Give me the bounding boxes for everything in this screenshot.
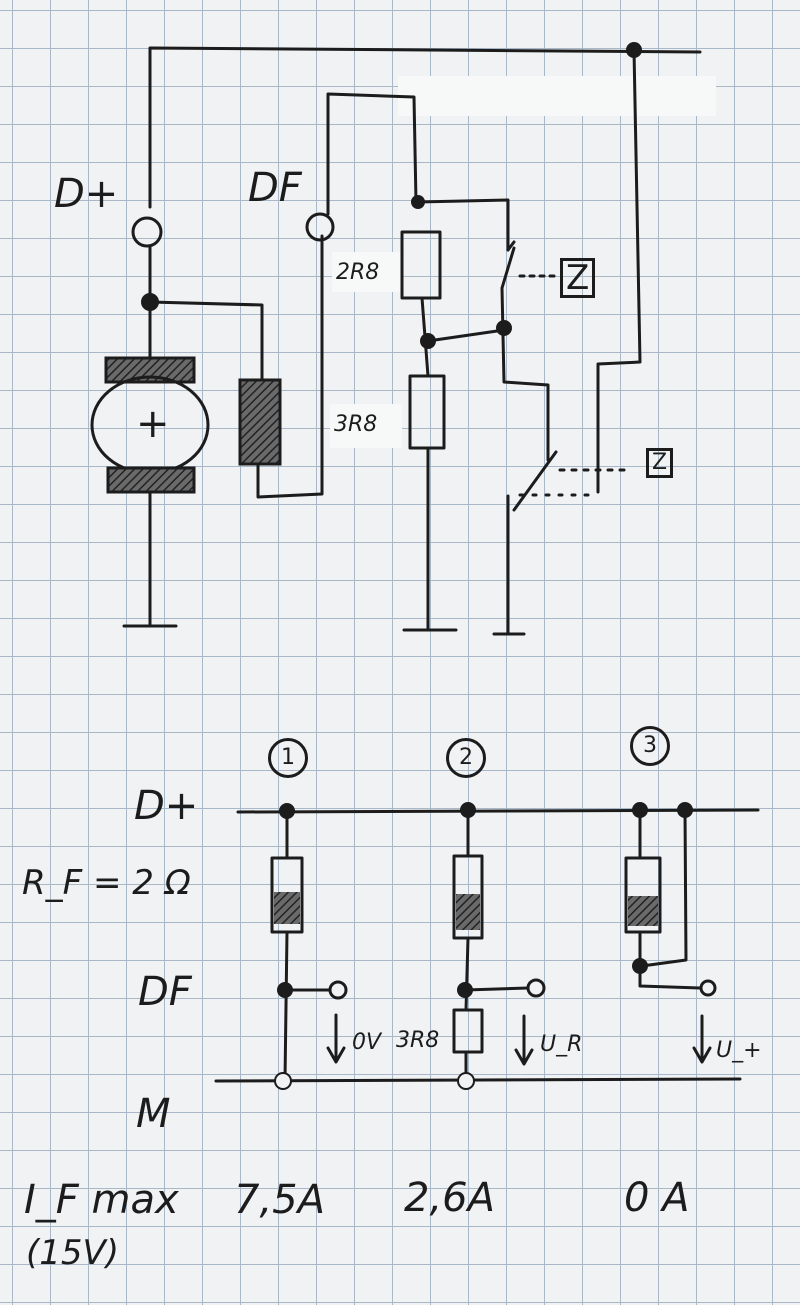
case2-current: 2,6A <box>404 1175 495 1221</box>
case1-voltage-label: 0V <box>352 1030 382 1055</box>
dplus-rail <box>236 808 760 814</box>
case-number-2: 2 <box>446 738 486 778</box>
resistor-top-wire <box>416 198 510 252</box>
lower-diagrams <box>214 802 760 1090</box>
upper-schematic <box>90 42 702 636</box>
case2-wire <box>464 808 470 1082</box>
case2-df-lead <box>463 986 530 992</box>
case2-resistor-3r8 <box>452 1008 484 1054</box>
whiteout-label-3r8 <box>330 404 402 448</box>
resistor-2r8-label: 2R8 <box>336 260 380 285</box>
right-bus-wire <box>596 48 642 494</box>
resistor-3r8 <box>408 374 446 450</box>
relay-lower-symbol: Z <box>646 448 674 478</box>
case2-voltage-arrow <box>514 1014 534 1066</box>
case1-node-ground <box>274 1072 292 1090</box>
case3-node-short <box>632 958 648 974</box>
dplus-terminal-circle <box>131 216 163 248</box>
field-return-wire <box>256 234 324 499</box>
case1-df-terminal <box>328 980 348 1000</box>
current-condition-label: (15V) <box>26 1233 120 1273</box>
relay-upper-symbol: Z <box>560 258 596 298</box>
case3-current: 0 A <box>624 1175 690 1221</box>
case1-wire <box>283 809 289 1082</box>
generator-ground-wire <box>122 490 178 628</box>
case2-field-hatch <box>456 894 480 930</box>
resistor-ground-wire <box>402 446 458 632</box>
whiteout-label-2r8 <box>332 252 402 292</box>
case1-current: 7,5A <box>234 1177 325 1223</box>
current-label: I_F max <box>24 1177 179 1223</box>
whiteout-strip <box>398 76 716 116</box>
lower-contact <box>492 450 558 636</box>
case1-field-resistor <box>270 856 304 934</box>
ground-rail <box>214 1077 742 1083</box>
df-label: DF <box>248 165 302 211</box>
resistor-tap-wire <box>426 328 506 343</box>
case-number-3: 3 <box>630 726 670 766</box>
resistor-2r8 <box>400 230 442 300</box>
case2-df-terminal <box>526 978 546 998</box>
case1-voltage-arrow <box>326 1013 346 1064</box>
case3-field-resistor <box>624 856 662 934</box>
case2-field-resistor <box>452 854 484 940</box>
case1-field-hatch <box>274 892 300 924</box>
field-resistance-label: R_F = 2 Ω <box>22 863 191 903</box>
rail-ground-label: M <box>136 1091 171 1137</box>
field-feed-wire <box>148 300 264 382</box>
resistor-3r8-label: 3R8 <box>334 412 378 437</box>
case-number-1: 1 <box>268 738 308 778</box>
rail-dplus-label: D+ <box>134 783 199 829</box>
generator-plus-sign: + <box>136 401 170 447</box>
df-terminal-circle <box>305 212 335 242</box>
df-wire-up <box>326 92 418 216</box>
case3-voltage-arrow <box>692 1014 712 1064</box>
case3-voltage-label: U_+ <box>716 1038 762 1063</box>
dplus-label: D+ <box>54 171 119 217</box>
case3-field-hatch <box>628 896 658 926</box>
case2-node-ground <box>457 1072 475 1090</box>
case3-df-terminal <box>699 979 717 997</box>
case2-resistor-label: 3R8 <box>396 1028 440 1053</box>
generator-symbol <box>90 356 210 494</box>
case3-wire <box>638 808 702 990</box>
case2-voltage-label: U_R <box>540 1032 583 1057</box>
field-winding <box>238 378 282 466</box>
top-bus-wire <box>148 46 702 209</box>
rail-df-label: DF <box>138 969 192 1015</box>
upper-contact <box>500 240 550 462</box>
